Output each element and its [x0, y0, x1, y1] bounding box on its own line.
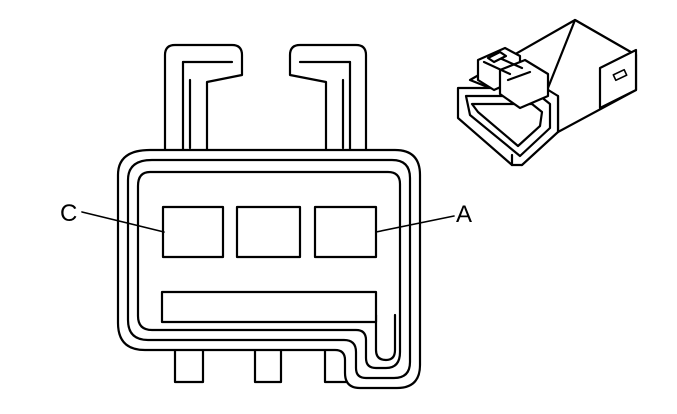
terminal-cavity-c: [161, 205, 225, 259]
label-terminal-c: C: [60, 200, 77, 227]
connector-isometric: [456, 18, 638, 167]
latch-bar: [160, 290, 378, 324]
leader-line-c: [81, 211, 165, 233]
locking-tab: [163, 43, 368, 162]
connector-face: C A: [60, 43, 472, 390]
leader-line-a: [375, 215, 455, 233]
terminal-cavity-b: [235, 205, 302, 259]
key-slot: [374, 313, 397, 362]
terminal-cavity-a: [313, 205, 378, 259]
housing-rim: [126, 158, 412, 380]
label-terminal-a: A: [456, 201, 472, 228]
